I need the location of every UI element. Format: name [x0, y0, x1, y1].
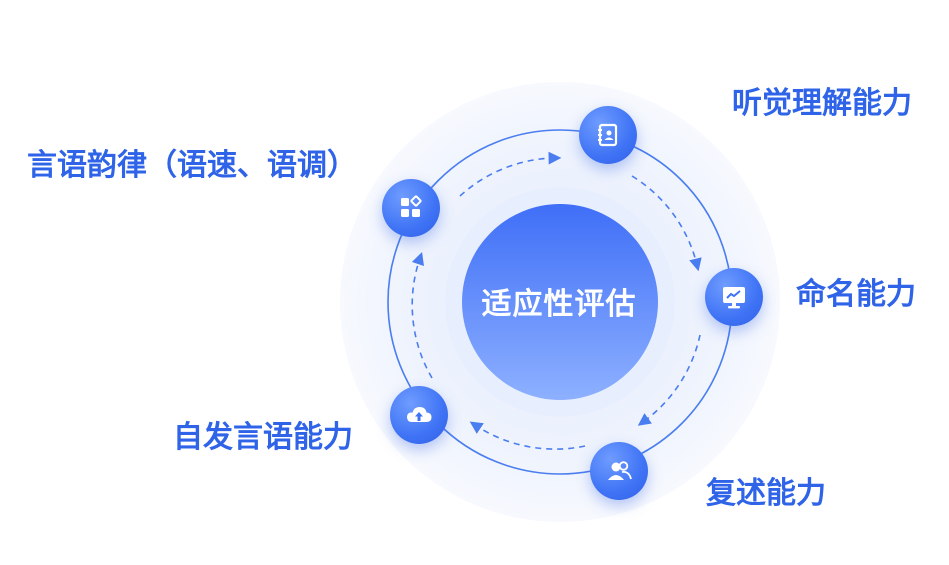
- label-naming: 命名能力: [796, 277, 916, 312]
- label-spontaneous-speech: 自发言语能力: [173, 420, 353, 455]
- contact-book-icon: [598, 123, 618, 147]
- cloud-upload-icon: [407, 407, 432, 422]
- flow-arrow-3: [637, 334, 701, 426]
- label-prosody: 言语韵律（语速、语调）: [27, 148, 357, 183]
- center-core: [462, 204, 658, 400]
- flow-arrow-5: [411, 251, 433, 379]
- flow-arrow-2: [631, 175, 702, 272]
- flow-arrow-1: [459, 151, 562, 197]
- node-naming: [705, 268, 763, 326]
- label-repetition: 复述能力: [706, 476, 826, 511]
- flow-arrow-4: [469, 421, 586, 450]
- node-repetition: [590, 442, 648, 500]
- node-spontaneous-speech: [390, 386, 448, 444]
- app-grid-icon: [401, 195, 422, 217]
- node-prosody: [382, 179, 440, 237]
- center-title: 适应性评估: [481, 287, 637, 322]
- users-icon: [608, 461, 632, 480]
- node-listening-comprehension: [579, 106, 637, 164]
- monitor-chart-icon: [723, 287, 745, 309]
- label-listening-comprehension: 听觉理解能力: [732, 86, 912, 121]
